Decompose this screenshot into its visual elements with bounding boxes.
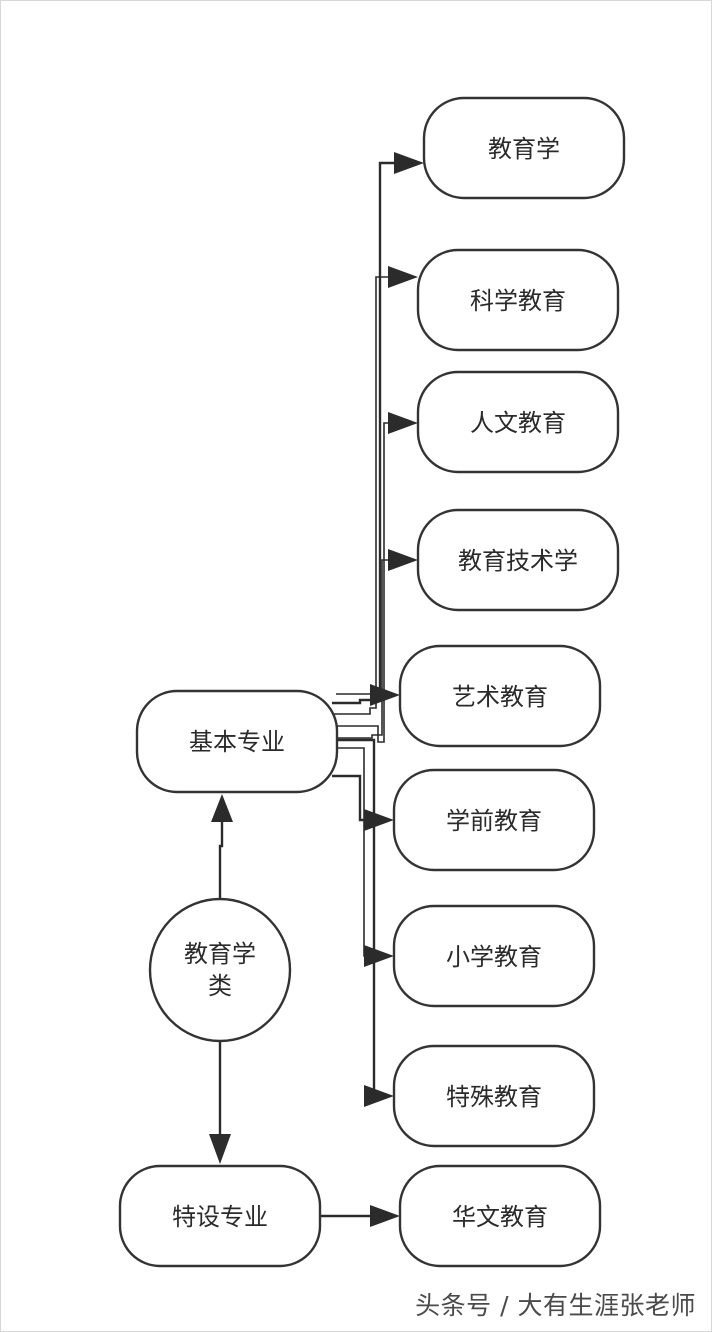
edge-basic-trunk-3 — [332, 422, 392, 743]
major-box — [422, 96, 626, 200]
root-label-line1: 教育学 — [184, 940, 256, 968]
arrowhead-special-to-huawen — [370, 1205, 400, 1227]
node-basic: 基本专业 — [135, 689, 339, 794]
node-major-kexue: 科学教育 — [416, 248, 620, 352]
arrowhead-to-jiaoyuxue — [394, 152, 424, 174]
major-box — [392, 768, 596, 872]
major-box — [392, 1044, 596, 1148]
major-label: 华文教育 — [452, 1203, 548, 1231]
major-label: 小学教育 — [446, 943, 542, 971]
major-label: 艺术教育 — [452, 683, 548, 711]
node-major-xueqian: 学前教育 — [392, 768, 596, 872]
major-box — [398, 644, 602, 748]
major-label: 人文教育 — [470, 409, 566, 437]
major-box — [416, 508, 620, 612]
major-label: 特殊教育 — [446, 1083, 542, 1111]
basic-label: 基本专业 — [189, 728, 285, 756]
arrowhead-to-jishu — [388, 549, 418, 571]
edges — [209, 152, 424, 1227]
watermark-text: 头条号 / 大有生涯张老师 — [415, 1291, 696, 1320]
edge-basic-to-xueqian — [332, 774, 368, 822]
edge-basic-to-xiaoxue — [336, 747, 368, 957]
major-label: 教育技术学 — [458, 547, 578, 575]
arrowhead-root-to-basic — [211, 794, 233, 822]
arrowhead-to-kexue — [388, 266, 418, 288]
node-major-yishu: 艺术教育 — [398, 644, 602, 748]
arrowhead-to-yishu — [370, 684, 400, 706]
major-box — [416, 248, 620, 352]
arrowhead-to-teshu — [364, 1085, 394, 1107]
arrowhead-to-renwen — [388, 412, 418, 434]
special-box — [118, 1164, 322, 1268]
major-box — [392, 904, 596, 1008]
edge-basic-to-teshu — [336, 738, 376, 1098]
edge-basic-trunk-2 — [332, 276, 392, 715]
major-label: 教育学 — [488, 135, 560, 163]
node-special: 特设专业 — [118, 1164, 322, 1268]
root-ellipse — [148, 897, 292, 1043]
node-major-teshu: 特殊教育 — [392, 1044, 596, 1148]
arrowhead-to-xueqian — [364, 809, 394, 831]
node-major-renwen: 人文教育 — [416, 370, 620, 474]
major-label: 科学教育 — [470, 287, 566, 315]
arrowhead-to-xiaoxue — [364, 945, 394, 967]
arrowhead-root-to-special — [209, 1134, 231, 1164]
root-label-line2: 类 — [208, 972, 232, 1000]
major-label: 学前教育 — [446, 807, 542, 835]
edge-basic-trunk-4 — [332, 559, 392, 739]
node-major-jiaoyuxue: 教育学 — [422, 96, 626, 200]
major-box — [398, 1164, 602, 1268]
major-box — [416, 370, 620, 474]
node-root: 教育学 类 — [148, 897, 292, 1043]
special-label: 特设专业 — [172, 1203, 268, 1231]
node-major-jishu: 教育技术学 — [416, 508, 620, 612]
node-major-xiaoxue: 小学教育 — [392, 904, 596, 1008]
basic-box — [135, 689, 339, 794]
node-major-huawen: 华文教育 — [398, 1164, 602, 1268]
edge-root-to-basic — [218, 818, 224, 898]
